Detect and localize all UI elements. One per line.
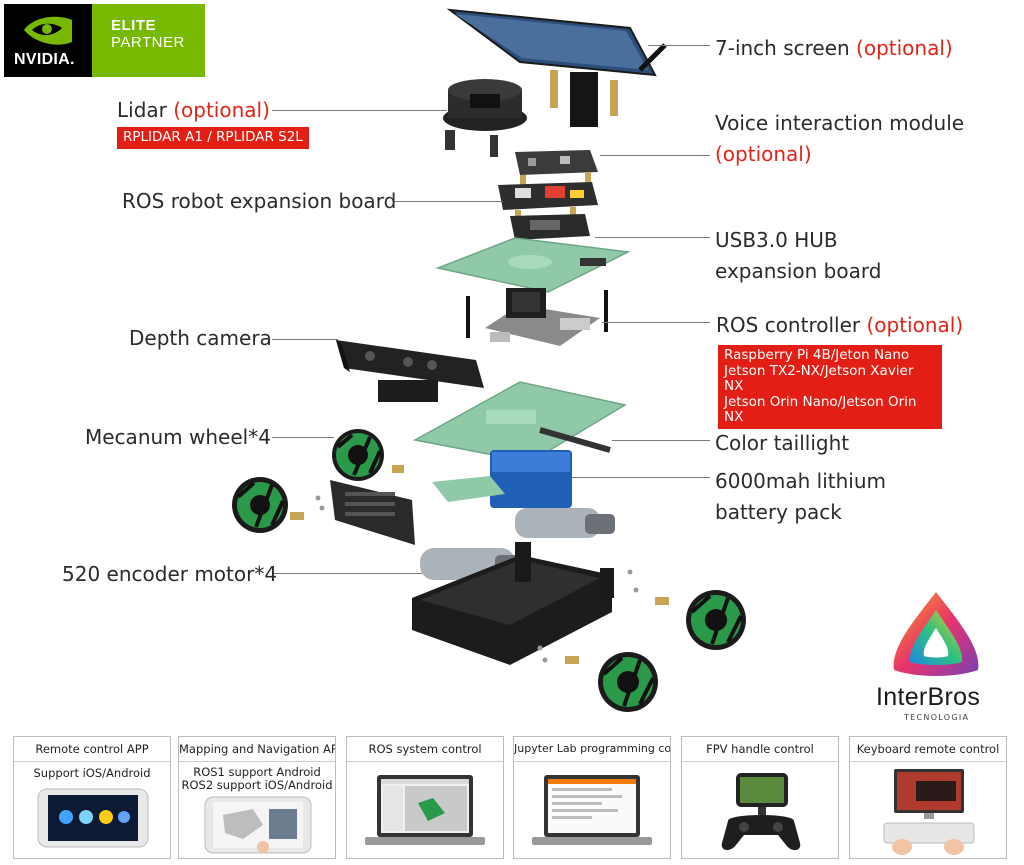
lidar-models-badge: RPLIDAR A1 / RPLIDAR S2L: [117, 127, 309, 149]
leader-screen: [648, 45, 710, 46]
label-voice-optional: (optional): [715, 142, 812, 166]
lidar-illustration: [443, 79, 527, 157]
label-battery-line2: battery pack: [715, 500, 842, 524]
leader-motor: [272, 573, 422, 574]
nvidia-logo: NVIDIA.: [4, 4, 92, 77]
card-jupyter-lab-control: Jupyter Lab programming control: [513, 736, 671, 859]
chassis-illustration: [412, 542, 614, 665]
voice-module-illustration: [515, 150, 598, 189]
badge-type: PARTNER: [111, 34, 185, 51]
card-subtitle: Support iOS/Android: [33, 766, 151, 780]
label-mecanum: Mecanum wheel*4: [85, 425, 271, 449]
controller-model: Raspberry Pi 4B/Jeton Nano: [724, 347, 910, 363]
card-title: ROS system control: [347, 737, 503, 762]
card-title: Keyboard remote control: [850, 737, 1006, 762]
label-battery-line1: 6000mah lithium: [715, 469, 887, 493]
card-mapping-navigation-app: Mapping and Navigation APP ROS1 support …: [178, 736, 336, 859]
leader-voice: [600, 155, 710, 156]
controller-illustration: [485, 288, 600, 346]
upper-plate-illustration: [435, 237, 631, 338]
controller-model: Jetson Orin Nano/Jetson Orin NX: [724, 393, 917, 425]
leader-controller: [602, 322, 710, 323]
leader-usb-hub: [595, 237, 710, 238]
card-title: Mapping and Navigation APP: [179, 737, 335, 762]
screen-illustration: [446, 8, 667, 127]
ros-board-illustration: [498, 182, 598, 226]
interbros-wordmark: InterBros: [876, 683, 981, 711]
mecanum-wheels-illustration: [232, 429, 746, 712]
card-keyboard-remote-control: Keyboard remote control: [849, 736, 1007, 859]
card-title: FPV handle control: [682, 737, 838, 762]
card-ros-system-control: ROS system control: [346, 736, 504, 859]
leader-ros-board: [393, 201, 503, 202]
nvidia-eye-icon: [24, 16, 72, 45]
phone-map-icon: [204, 796, 312, 854]
front-bracket-illustration: [330, 480, 415, 545]
robot-exploded-illustration: [232, 8, 746, 712]
label-depth-camera: Depth camera: [129, 326, 272, 350]
label-voice: Voice interaction module: [715, 111, 965, 135]
card-subtitle: ROS2 support iOS/Android: [181, 778, 333, 792]
leader-mecanum: [272, 437, 334, 438]
card-title: Remote control APP: [14, 737, 170, 762]
badge-tier: ELITE: [111, 17, 157, 34]
laptop-jupyter-icon: [532, 775, 652, 845]
usb-hub-illustration: [510, 214, 590, 240]
label-lidar: Lidar (optional): [117, 98, 270, 122]
interbros-tagline: TECNOLOGIA: [904, 713, 970, 722]
leader-lidar: [272, 110, 447, 111]
card-subtitle: ROS1 support Android: [193, 765, 321, 779]
taillight-bracket-illustration: [432, 476, 505, 502]
controller-model: Jetson TX2-NX/Jetson Xavier NX: [724, 362, 914, 394]
phone-app-icon: [37, 788, 149, 848]
label-ros-board: ROS robot expansion board: [122, 189, 397, 213]
controller-models-badge: Raspberry Pi 4B/Jeton Nano Jetson TX2-NX…: [718, 345, 942, 429]
laptop-rviz-icon: [365, 775, 485, 845]
label-taillight: Color taillight: [715, 431, 850, 455]
card-remote-control-app: Remote control APP Support iOS/Android: [13, 736, 171, 859]
leader-depth-camera: [272, 339, 338, 340]
label-screen: 7-inch screen (optional): [715, 36, 953, 60]
nvidia-elite-partner-badge: NVIDIA. ELITE PARTNER: [4, 4, 205, 77]
card-fpv-handle-control: FPV handle control: [681, 736, 839, 859]
leader-battery: [572, 477, 710, 478]
label-usb-hub-line1: USB3.0 HUB: [715, 228, 838, 252]
interbros-logo-icon: [893, 592, 979, 676]
couplings-illustration: [290, 465, 669, 664]
card-title: Jupyter Lab programming control: [514, 737, 670, 762]
nvidia-wordmark: NVIDIA.: [14, 51, 75, 68]
leader-taillight: [612, 440, 710, 441]
label-motor: 520 encoder motor*4: [62, 562, 278, 586]
gamepad-icon: [721, 773, 801, 851]
battery-illustration: [490, 450, 572, 508]
keyboard-icon: [883, 769, 975, 855]
label-usb-hub-line2: expansion board: [715, 259, 882, 283]
depth-camera-illustration: [336, 340, 484, 402]
label-ros-controller: ROS controller (optional): [716, 313, 964, 337]
